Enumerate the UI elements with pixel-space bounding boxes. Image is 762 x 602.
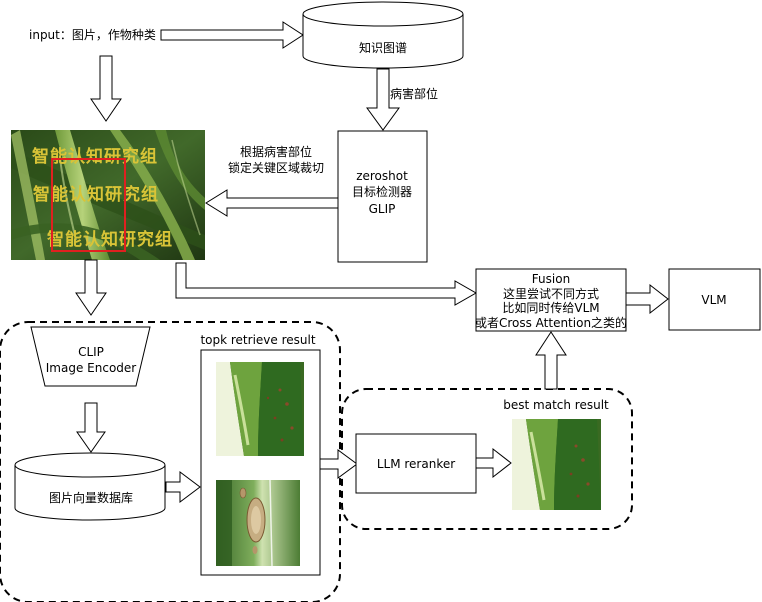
arrow-kg-to-detector — [366, 68, 400, 131]
arrow-best-to-fusion — [535, 331, 567, 390]
input-label: input：图片，作物种类 — [29, 28, 156, 42]
detector-line2: 目标检测器 — [352, 184, 412, 199]
detector-line3: GLIP — [369, 202, 396, 216]
arrow-fusion-to-vlm — [625, 283, 669, 315]
vlm-box — [668, 268, 761, 331]
arrow-image-to-fusion — [175, 262, 478, 306]
detector-line1: zeroshot — [356, 169, 408, 183]
vector-db-label: 图片向量数据库 — [49, 490, 133, 505]
clip-encoder-shape — [30, 326, 151, 387]
arrow-clip-to-db — [76, 402, 106, 453]
detector-box — [337, 130, 428, 263]
vector-db-cylinder — [14, 452, 166, 521]
crop-note-line1: 根据病害部位 — [240, 144, 312, 159]
llm-reranker-box — [355, 433, 477, 494]
fusion-box — [475, 268, 627, 332]
knowledge-graph-cylinder — [302, 1, 464, 69]
arrow-topk-to-reranker — [319, 449, 358, 479]
clip-encoder-line2: Image Encoder — [46, 361, 137, 375]
disease-part-label: 病害部位 — [390, 86, 438, 101]
arrow-input-to-kg — [160, 21, 304, 49]
fusion-line4: 或者Cross Attention之类的 — [475, 315, 627, 330]
best-match-title: best match result — [503, 398, 609, 412]
clip-encoder-line1: CLIP — [78, 345, 104, 359]
topk-image-1 — [216, 362, 304, 456]
wheat-leaf-image — [11, 130, 205, 260]
crop-bounding-box — [51, 158, 126, 252]
fusion-line3: 比如同时传给VLM — [502, 300, 599, 315]
arrow-db-to-topk — [165, 471, 201, 503]
arrow-input-to-image — [90, 55, 122, 122]
topk-image-2 — [216, 479, 300, 567]
vlm-label: VLM — [701, 293, 726, 307]
fusion-line1: Fusion — [532, 272, 570, 286]
fusion-line2: 这里尝试不同方式 — [503, 286, 599, 301]
arrow-image-to-clip — [75, 259, 107, 316]
arrow-reranker-to-best — [475, 447, 512, 479]
watermark-3: 智能认知研究组 — [47, 229, 173, 250]
best-match-image — [512, 419, 601, 510]
arrow-detector-to-image — [205, 189, 339, 217]
topk-title: topk retrieve result — [200, 333, 315, 347]
knowledge-graph-label: 知识图谱 — [359, 41, 407, 55]
watermark-1: 智能认知研究组 — [32, 146, 158, 167]
crop-note-line2: 锁定关键区域裁切 — [228, 160, 324, 175]
watermark-2: 智能认知研究组 — [33, 184, 159, 205]
llm-reranker-label: LLM reranker — [377, 457, 455, 471]
